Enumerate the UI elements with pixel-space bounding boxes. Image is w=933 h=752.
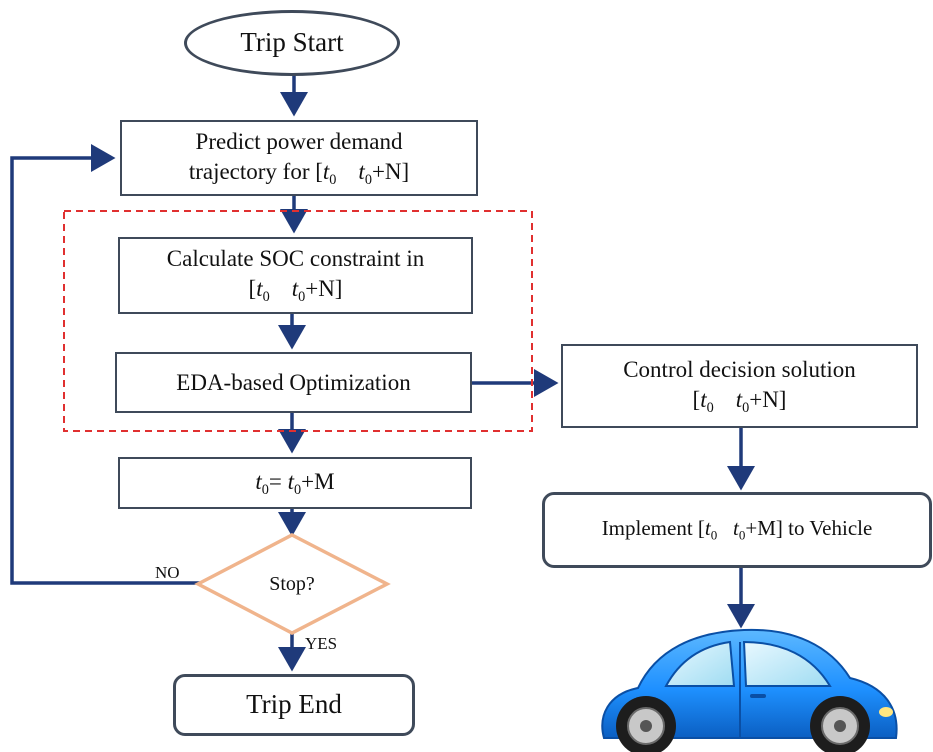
predict-line1: Predict power demand (195, 128, 403, 154)
implement-node: Implement [t0 t0+M] to Vehicle (542, 492, 932, 568)
update-label: t0= t0+M (255, 468, 335, 498)
soc-line1: Calculate SOC constraint in (166, 246, 425, 272)
eda-label: EDA-based Optimization (176, 369, 411, 395)
stop-label: Stop? (269, 573, 315, 595)
trip-start-label: Trip Start (240, 27, 344, 58)
no-label: NO (155, 563, 180, 582)
vehicle-icon (601, 628, 898, 752)
control-line1: Control decision solution (623, 356, 856, 382)
trip-start-node: Trip Start (184, 10, 400, 76)
arrow-no-loop (10, 144, 200, 585)
stop-diamond (194, 533, 391, 635)
implement-label: Implement [t0 t0+M] to Vehicle (601, 516, 873, 543)
trip-end-node: Trip End (173, 674, 415, 736)
update-node: t0= t0+M (118, 457, 472, 509)
eda-node: EDA-based Optimization (115, 352, 472, 413)
optimization-region (63, 210, 533, 432)
stop-node: Stop? (236, 565, 348, 603)
trip-end-label: Trip End (246, 689, 342, 720)
yes-label: YES (305, 634, 338, 653)
